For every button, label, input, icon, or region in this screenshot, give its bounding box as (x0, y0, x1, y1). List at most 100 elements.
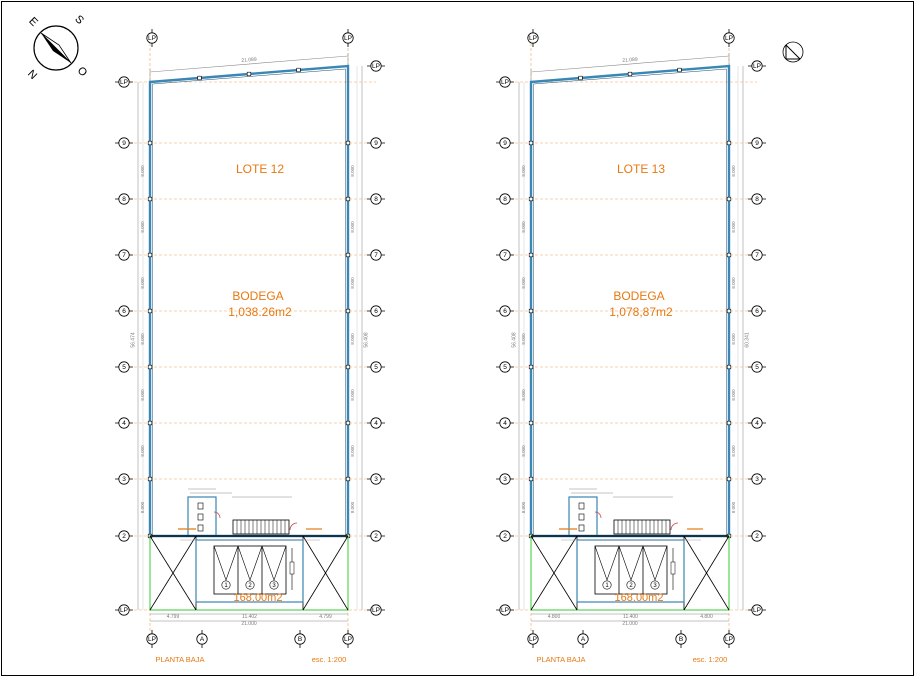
bubble-circle (118, 361, 130, 373)
bubble-label: 6 (503, 308, 507, 315)
row-spacing-dim: 8.000 (350, 501, 355, 513)
bubble-circle (118, 604, 130, 616)
column-marker (147, 420, 153, 426)
bubble-circle (499, 417, 511, 429)
bubble-label: LP (753, 63, 761, 70)
toilet-icon (197, 502, 204, 510)
bubble-label: B (679, 636, 683, 643)
column-marker (345, 196, 351, 202)
bubble-circle (370, 473, 382, 485)
bubble-circle (499, 473, 511, 485)
bubble-circle (118, 76, 130, 88)
column-marker (345, 476, 351, 482)
bubble-circle (342, 32, 354, 44)
bubble-label: 4 (755, 420, 759, 427)
bubble-circle (499, 604, 511, 616)
grid-bubble: LP (342, 630, 354, 648)
column-marker (528, 364, 534, 370)
bubble-circle (751, 249, 763, 261)
grid-bubble: B (675, 630, 687, 648)
bubble-circle (342, 633, 354, 645)
parking-spot-circle (269, 580, 279, 590)
bubble-label: LP (725, 636, 733, 643)
restroom-block (568, 488, 673, 537)
bubble-circle (146, 633, 158, 645)
grid-lines (505, 38, 757, 638)
column-marker (147, 476, 153, 482)
bubble-label: 9 (503, 140, 507, 147)
bubble-circle (751, 193, 763, 205)
grid-bubble: LP (146, 630, 158, 648)
bubble-circle (370, 604, 382, 616)
bubble-circle (499, 76, 511, 88)
column-marker (345, 420, 351, 426)
column-marker (345, 364, 351, 370)
bubble-label: 7 (755, 252, 759, 259)
grid-bubble: 7 (115, 249, 133, 261)
bubble-circle (499, 193, 511, 205)
grid-bubble: 4 (748, 417, 766, 429)
row-spacing-dim: 8.000 (140, 389, 145, 401)
parking-spot-number: 3 (653, 583, 657, 589)
parking-spot-circle (245, 580, 255, 590)
bubble-label: 4 (503, 420, 507, 427)
row-spacing-dim: 8.000 (350, 445, 355, 457)
bubble-label: 8 (503, 196, 507, 203)
bubble-circle (751, 473, 763, 485)
grid-bubble: 9 (496, 137, 514, 149)
bay-cross (530, 535, 578, 611)
bubble-circle (118, 137, 130, 149)
row-spacing-dim: 8.000 (731, 389, 736, 401)
top-width-dim: 21.089 (241, 57, 257, 64)
bay-cross (302, 535, 349, 611)
compass-south: S (72, 13, 86, 27)
column-marker (528, 140, 534, 146)
grid-bubble: 8 (115, 193, 133, 205)
bubble-circle (118, 193, 130, 205)
toilet-icon (578, 524, 585, 532)
grid-bubble: LP (496, 76, 514, 88)
column-marker (147, 196, 153, 202)
bubble-circle (370, 193, 382, 205)
grid-bubble: 2 (748, 530, 766, 542)
bubble-label: 6 (374, 308, 378, 315)
row-spacing-dim: 8.000 (140, 501, 145, 513)
compass-east: E (26, 15, 40, 29)
column-marker (726, 140, 732, 146)
column-marker (528, 308, 534, 314)
row-spacing-dim: 8.000 (731, 501, 736, 513)
bubble-label: LP (148, 636, 156, 643)
compass-west: O (75, 65, 90, 80)
bubble-label: 8 (122, 196, 126, 203)
column-marker (726, 364, 732, 370)
bubble-label: 6 (755, 308, 759, 315)
toilet-icon (197, 524, 204, 532)
grid-bubble: 2 (496, 530, 514, 542)
row-spacing-dim: 8.000 (140, 277, 145, 289)
bubble-label: LP (120, 607, 128, 614)
bubble-label: 4 (374, 420, 378, 427)
grid-bubble: 9 (748, 137, 766, 149)
footer-scale: esc. 1:200 (693, 655, 728, 664)
bubble-label: LP (120, 79, 128, 86)
office-area: 168.00m2 (615, 592, 664, 604)
bubble-circle (118, 249, 130, 261)
bubble-label: 9 (755, 140, 759, 147)
bottom-dim-left: 4.800 (548, 614, 561, 620)
stairs (559, 519, 703, 535)
column-marker (147, 308, 153, 314)
grid-bubble: 4 (367, 417, 385, 429)
parking-spot-number: 1 (224, 583, 228, 589)
compass-north: N (25, 68, 39, 82)
bubble-label: B (298, 636, 302, 643)
bodega-label: BODEGA (613, 289, 664, 303)
grid-bubble: 4 (115, 417, 133, 429)
bubble-label: 7 (374, 252, 378, 259)
parking-spot-circle (626, 580, 636, 590)
bubble-circle (294, 633, 306, 645)
